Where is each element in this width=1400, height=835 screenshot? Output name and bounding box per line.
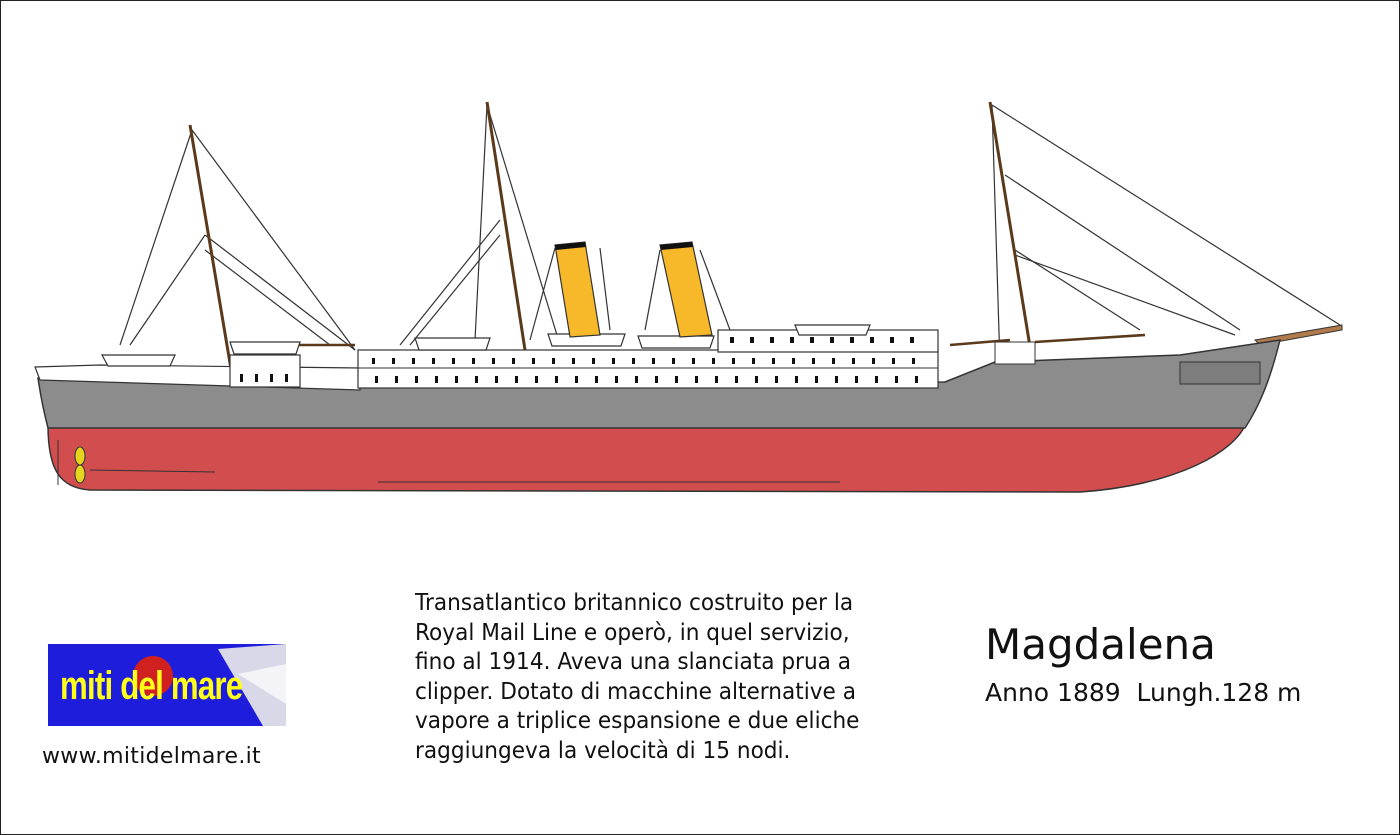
description-line: Transatlantico britannico costruito per … bbox=[415, 588, 854, 616]
sail-icon bbox=[133, 644, 286, 726]
ship-description: Transatlantico britannico costruito per … bbox=[415, 588, 930, 765]
lifeboats bbox=[100, 324, 871, 367]
ship-specs: Anno 1889 Lungh.128 m bbox=[985, 678, 1302, 707]
description-line: vapore a triplice espansione e due elich… bbox=[415, 706, 860, 734]
description-line: clipper. Dotato di macchine alternative … bbox=[415, 676, 856, 705]
description-line: raggiungeva la velocità di 15 nodi. bbox=[415, 735, 791, 764]
ship-name: Magdalena bbox=[985, 620, 1216, 669]
masts bbox=[188, 101, 1035, 376]
rigging bbox=[119, 104, 1341, 366]
ship-illustration bbox=[34, 101, 1343, 493]
logo-text: miti del mare bbox=[60, 664, 243, 708]
logo: miti del mare bbox=[48, 644, 286, 726]
funnel-fore-top bbox=[660, 242, 693, 250]
hull-lower bbox=[47, 424, 1247, 493]
website-url: www.mitidelmare.it bbox=[42, 744, 261, 769]
windows bbox=[240, 337, 918, 383]
hull-plate bbox=[1179, 361, 1261, 385]
funnel-aft-top bbox=[555, 242, 586, 250]
funnels bbox=[554, 241, 713, 338]
description-line: Royal Mail Line e operò, in quel servizi… bbox=[415, 617, 850, 646]
description-line: fino al 1914. Aveva una slanciata prua a bbox=[415, 647, 852, 675]
funnel-fore bbox=[659, 241, 713, 338]
propeller-icon bbox=[57, 440, 86, 485]
stern-line bbox=[89, 469, 216, 473]
funnel-aft bbox=[554, 241, 601, 338]
